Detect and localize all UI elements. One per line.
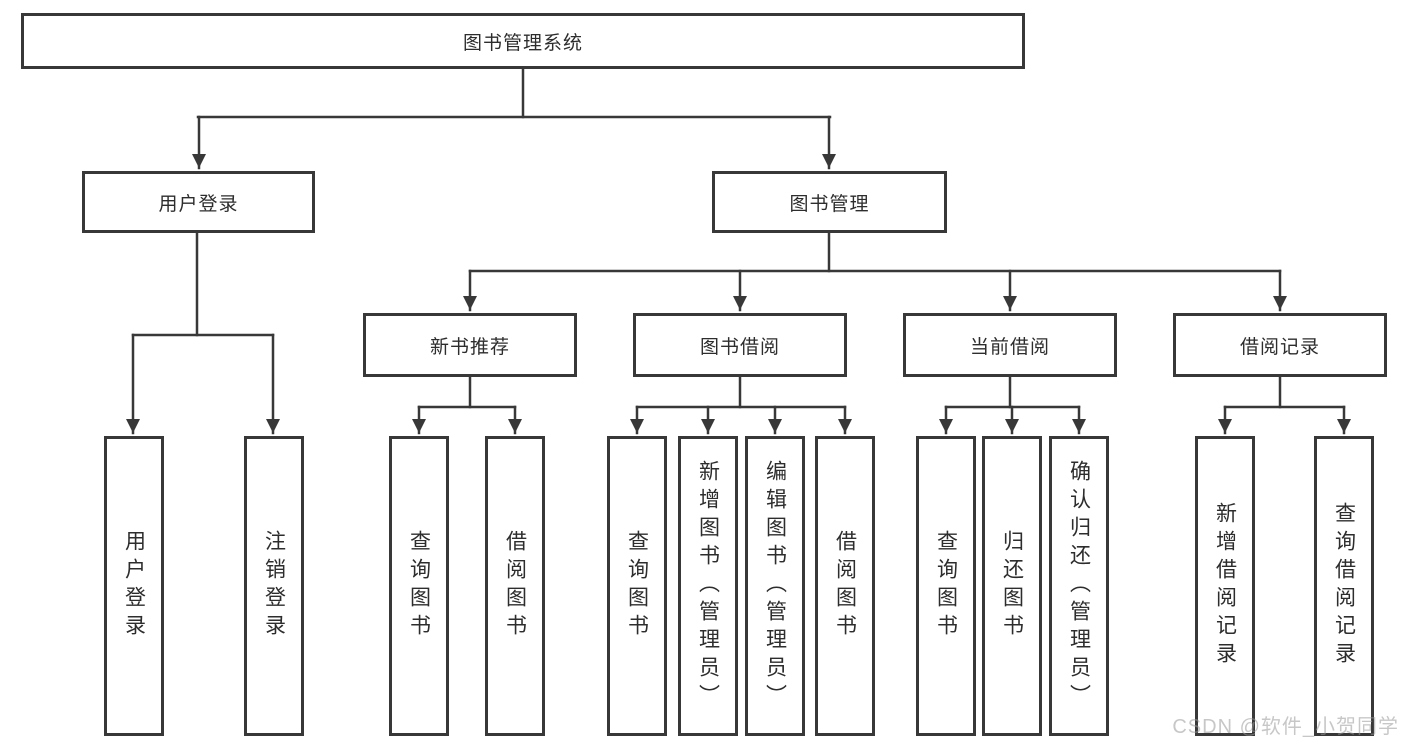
- leaf-label: 借阅图书: [833, 530, 857, 642]
- node-leaf-query-books-borrow: 查询图书: [607, 436, 667, 736]
- leaf-label: 归还图书: [1000, 530, 1024, 642]
- node-leaf-user-login: 用户登录: [104, 436, 164, 736]
- leaf-label: 用户登录: [122, 530, 146, 642]
- node-leaf-confirm-return-admin: 确认归还（管理员）: [1049, 436, 1109, 736]
- node-book-management: 图书管理: [712, 171, 947, 233]
- leaf-label: 新增图书（管理员）: [696, 460, 720, 712]
- node-leaf-logout: 注销登录: [244, 436, 304, 736]
- leaf-label: 借阅图书: [503, 530, 527, 642]
- node-current-borrow: 当前借阅: [903, 313, 1117, 377]
- node-root-library-system: 图书管理系统: [21, 13, 1025, 69]
- node-leaf-query-books-recommend: 查询图书: [389, 436, 449, 736]
- node-leaf-query-borrow-record: 查询借阅记录: [1314, 436, 1374, 736]
- node-leaf-borrow-books-recommend: 借阅图书: [485, 436, 545, 736]
- leaf-label: 查询图书: [934, 530, 958, 642]
- node-user-login-branch: 用户登录: [82, 171, 315, 233]
- leaf-label: 查询图书: [407, 530, 431, 642]
- connector-path: [126, 67, 1351, 435]
- leaf-label: 确认归还（管理员）: [1067, 460, 1091, 712]
- leaf-label: 查询借阅记录: [1332, 502, 1356, 670]
- leaf-label: 注销登录: [262, 530, 286, 642]
- watermark: CSDN @软件_小贺同学: [1172, 716, 1399, 738]
- leaf-label: 查询图书: [625, 530, 649, 642]
- node-leaf-query-books-current: 查询图书: [916, 436, 976, 736]
- leaf-label: 编辑图书（管理员）: [763, 460, 787, 712]
- node-leaf-add-borrow-record: 新增借阅记录: [1195, 436, 1255, 736]
- node-leaf-edit-books-admin: 编辑图书（管理员）: [745, 436, 805, 736]
- node-leaf-return-books: 归还图书: [982, 436, 1042, 736]
- node-new-book-recommend: 新书推荐: [363, 313, 577, 377]
- node-leaf-borrow-books: 借阅图书: [815, 436, 875, 736]
- node-book-borrow: 图书借阅: [633, 313, 847, 377]
- leaf-label: 新增借阅记录: [1213, 502, 1237, 670]
- node-borrow-records: 借阅记录: [1173, 313, 1387, 377]
- node-leaf-add-books-admin: 新增图书（管理员）: [678, 436, 738, 736]
